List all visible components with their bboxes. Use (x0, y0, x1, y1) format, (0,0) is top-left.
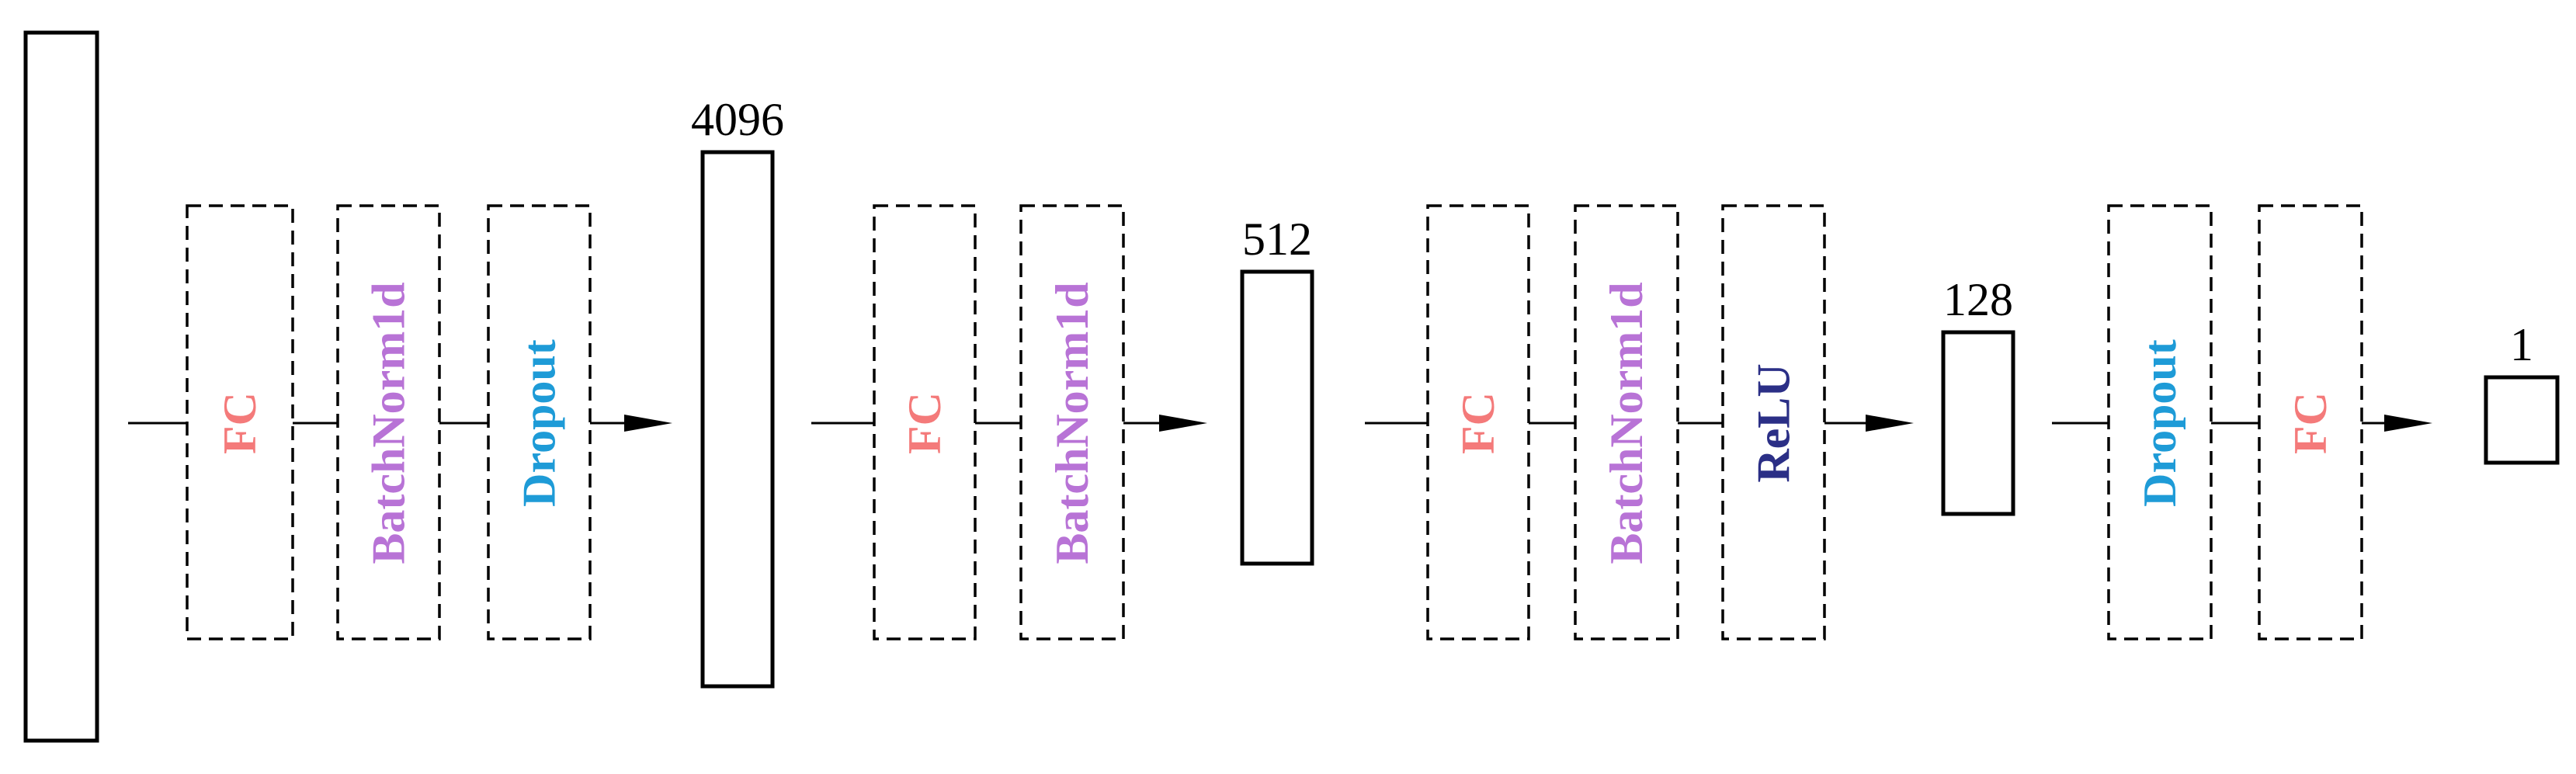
arrow-head-icon (1866, 415, 1914, 432)
vector-4: 128 (1941, 274, 2015, 516)
layer-block-1: FC BatchNorm1d Dropout (186, 204, 592, 640)
layer-label: Dropout (514, 339, 565, 507)
layer-batchnorm: BatchNorm1d (1019, 204, 1125, 640)
arrow-head-icon (2384, 415, 2432, 432)
vector-dimension-label: 128 (1943, 274, 2013, 325)
layer-label: Dropout (2134, 339, 2185, 507)
arrow-head-icon (624, 415, 672, 432)
layer-dropout: Dropout (487, 204, 592, 640)
layer-block-3: FC BatchNorm1d ReLU (1426, 204, 1826, 640)
layer-label: ReLU (1748, 363, 1800, 482)
vector-2: 4096 (691, 94, 784, 689)
block-connectors-4 (2052, 415, 2432, 432)
layer-label: FC (1453, 392, 1504, 454)
layer-relu: ReLU (1721, 204, 1826, 640)
layer-label: BatchNorm1d (1047, 282, 1098, 564)
layer-label: BatchNorm1d (1601, 282, 1652, 564)
vector-box (700, 150, 775, 689)
vector-box (2484, 375, 2560, 465)
block-connectors-3 (1365, 415, 1914, 432)
vector-dimension-label: 1 (2510, 319, 2533, 370)
arrow-head-icon (1159, 415, 1207, 432)
layer-label: BatchNorm1d (363, 282, 415, 564)
layer-batchnorm: BatchNorm1d (336, 204, 441, 640)
vector-dimension-label: 4096 (691, 94, 784, 145)
layer-label: FC (899, 392, 950, 454)
vector-dimension-label: 512 (1242, 213, 1312, 265)
layer-block-4: Dropout FC (2107, 204, 2363, 640)
vector-3: 512 (1240, 213, 1314, 566)
vector-box (23, 30, 99, 743)
connectors-layer (128, 415, 2432, 432)
vectors-layer: 4096 512 128 1 (23, 30, 2560, 743)
vector-1 (23, 30, 99, 743)
layer-dropout: Dropout (2107, 204, 2213, 640)
layer-fc: FC (2258, 204, 2363, 640)
block-connectors-2 (811, 415, 1207, 432)
vector-5: 1 (2484, 319, 2560, 465)
layer-batchnorm: BatchNorm1d (1574, 204, 1679, 640)
layer-fc: FC (1426, 204, 1530, 640)
layer-fc: FC (873, 204, 977, 640)
block-connectors-1 (128, 415, 672, 432)
layer-label: FC (214, 392, 266, 454)
layer-fc: FC (186, 204, 294, 640)
vector-box (1941, 330, 2015, 516)
vector-box (1240, 269, 1314, 566)
layer-label: FC (2285, 392, 2336, 454)
